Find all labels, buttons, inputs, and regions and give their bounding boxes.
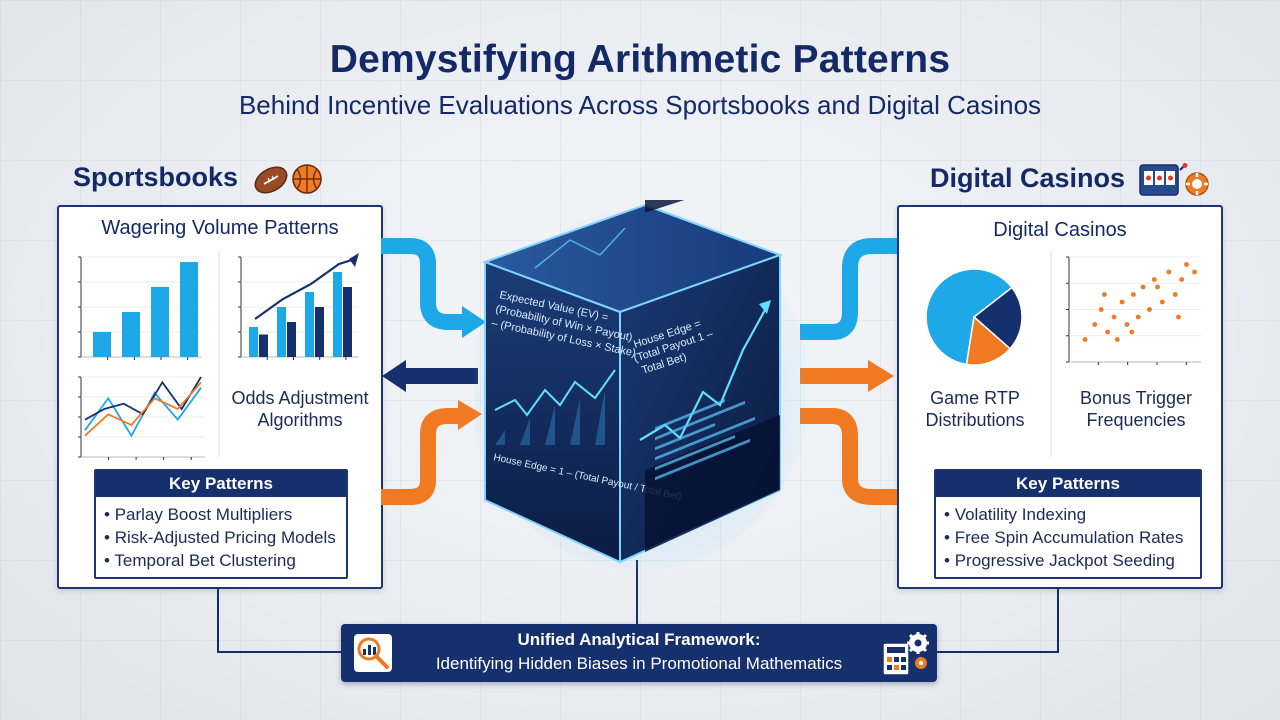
scatter-point xyxy=(1098,307,1104,312)
wagering-bar-chart xyxy=(78,256,201,360)
analytics-cube: Expected Value (EV) = (Probability of Wi… xyxy=(475,200,805,570)
scatter-point xyxy=(1124,322,1130,327)
bar xyxy=(287,322,296,357)
framework-title: Unified Analytical Framework: xyxy=(517,630,761,649)
casino-chip-icon xyxy=(1184,172,1209,196)
key-pattern-item: Volatility Indexing xyxy=(944,503,1200,526)
scatter-point xyxy=(1102,292,1107,297)
cube-data-screen xyxy=(645,415,780,552)
scatter-point xyxy=(1082,337,1088,342)
scatter-point xyxy=(1114,337,1120,342)
cube-front-line-chart xyxy=(494,369,616,417)
scatter-point xyxy=(1092,322,1098,327)
series-line xyxy=(84,381,202,437)
calculator-gear-icon xyxy=(882,632,929,676)
cube-front-bars xyxy=(495,390,605,445)
basketball-icon xyxy=(291,164,322,194)
page-subtitle: Behind Incentive Evaluations Across Spor… xyxy=(238,90,1042,120)
cube-data-rows xyxy=(655,398,755,481)
wagering-volume-title: Wagering Volume Patterns xyxy=(101,217,339,239)
scatter-point xyxy=(1179,277,1185,282)
pie-slice xyxy=(972,286,1023,350)
page-title: Demystifying Arithmetic Patterns xyxy=(329,38,951,81)
scatter-point xyxy=(1105,329,1111,335)
digital-casinos-panel-title: Digital Casinos xyxy=(993,219,1127,241)
series-line xyxy=(84,376,202,421)
wagering-line-chart xyxy=(78,376,205,460)
sportsbooks-key-patterns: Key Patterns Parlay Boost Multipliers Ri… xyxy=(94,469,348,579)
scatter-point xyxy=(1184,262,1189,267)
digital-casinos-heading-text: Digital Casinos xyxy=(930,163,1126,194)
scatter-point xyxy=(1147,307,1152,312)
bonus-scatter-chart xyxy=(1066,256,1201,365)
sportsbooks-heading: Sportsbooks xyxy=(73,162,326,195)
magnifier-chart-icon xyxy=(354,634,392,672)
bar xyxy=(259,334,268,357)
casinos-key-patterns: Key Patterns Volatility Indexing Free Sp… xyxy=(934,469,1202,579)
scatter-point xyxy=(1172,292,1178,297)
scatter-point xyxy=(1155,284,1160,290)
bar xyxy=(180,262,198,357)
scatter-point xyxy=(1119,299,1125,305)
key-pattern-item: Progressive Jackpot Seeding xyxy=(944,549,1200,572)
scatter-point xyxy=(1166,269,1172,275)
scatter-point xyxy=(1135,314,1141,320)
scatter-point xyxy=(1111,314,1117,320)
unified-framework-banner: Unified Analytical Framework: Identifyin… xyxy=(341,624,937,682)
bar xyxy=(305,292,314,357)
rtp-pie-chart xyxy=(925,268,1023,366)
bar xyxy=(93,332,111,357)
sportsbooks-panel: Wagering Volume Patterns Odds Adjustment… xyxy=(57,205,383,589)
bar xyxy=(343,287,352,357)
slot-machine-icon xyxy=(1138,163,1188,196)
key-patterns-title: Key Patterns xyxy=(96,471,346,497)
pie-slice xyxy=(965,315,1012,366)
scatter-point xyxy=(1140,284,1146,290)
odds-adjustment-caption: Odds Adjustment Algorithms xyxy=(231,388,369,430)
scatter-point xyxy=(1176,314,1181,320)
bar xyxy=(333,272,342,357)
casino-icons xyxy=(1138,163,1209,196)
key-pattern-item: Risk-Adjusted Pricing Models xyxy=(104,526,346,549)
casino-charts xyxy=(925,251,1201,457)
bar xyxy=(315,307,324,357)
trend-line xyxy=(254,257,356,320)
key-pattern-item: Parlay Boost Multipliers xyxy=(104,503,346,526)
wagering-grouped-bar-chart xyxy=(238,253,359,360)
sportsbooks-charts xyxy=(78,251,359,460)
framework-subtitle: Identifying Hidden Biases in Promotional… xyxy=(435,654,843,673)
sports-icons xyxy=(254,164,322,194)
digital-casinos-heading: Digital Casinos xyxy=(930,162,1209,198)
scatter-point xyxy=(1159,299,1165,305)
scatter-point xyxy=(1192,269,1197,275)
bar xyxy=(151,287,169,357)
scatter-point xyxy=(1129,329,1135,335)
scatter-point xyxy=(1151,277,1157,282)
bar xyxy=(277,307,286,357)
key-pattern-item: Free Spin Accumulation Rates xyxy=(944,526,1200,549)
key-pattern-item: Temporal Bet Clustering xyxy=(104,549,346,572)
football-icon xyxy=(254,166,288,194)
scatter-point xyxy=(1130,292,1136,297)
bonus-trigger-caption: Bonus Trigger Frequencies xyxy=(1079,388,1193,430)
game-rtp-caption: Game RTP Distributions xyxy=(925,388,1025,430)
cube-top-line xyxy=(534,227,626,269)
trend-arrowhead xyxy=(349,253,359,267)
cube-side-arrowhead xyxy=(759,300,771,314)
casinos-panel: Digital Casinos Game RTP Distributions B… xyxy=(897,205,1223,589)
pie-slice xyxy=(925,268,1013,366)
bar xyxy=(122,312,140,357)
sportsbooks-heading-text: Sportsbooks xyxy=(73,162,239,192)
bar xyxy=(249,327,258,357)
key-patterns-title: Key Patterns xyxy=(936,471,1200,497)
